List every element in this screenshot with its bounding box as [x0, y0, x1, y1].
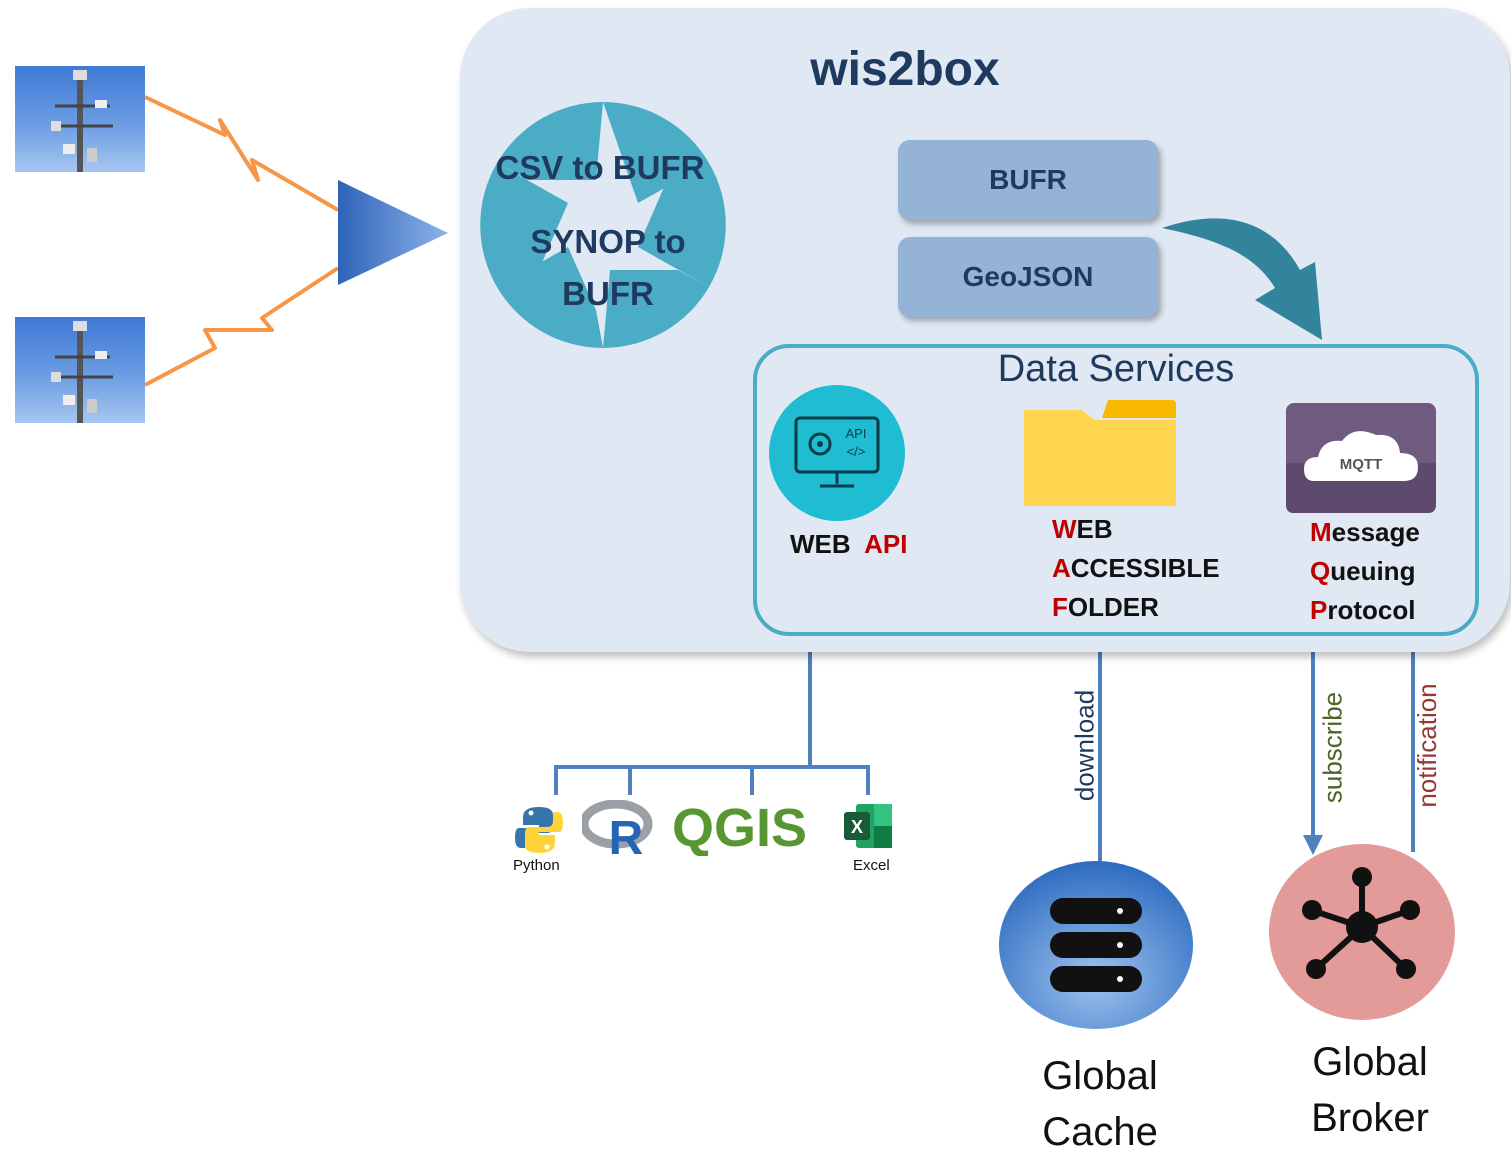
radio-link-station-2: [144, 266, 340, 387]
data-services-box: [753, 344, 1479, 636]
waf-rest-1: EB: [1076, 514, 1113, 544]
tools-bracket: [554, 626, 870, 795]
mqtt-label: Message Queuing Protocol: [1310, 513, 1420, 630]
subscribe-label: subscribe: [1317, 691, 1348, 804]
folder-icon: [1024, 400, 1176, 506]
api-icon-text: API: [846, 426, 867, 441]
csv-to-bufr-label: CSV to BUFR: [495, 149, 705, 186]
global-broker-label-line1: Global: [1312, 1040, 1428, 1084]
converter-shutter-icon: [480, 102, 726, 348]
ingest-arrow-triangle: [338, 180, 448, 285]
mqtt-initial-q: Q: [1310, 556, 1331, 586]
web-api-label-part1: WEB: [790, 529, 851, 559]
waf-line-1: WEB: [1052, 510, 1220, 549]
synop-to-bufr-label-line1: SYNOP to: [530, 223, 686, 260]
qgis-logo-icon: QGIS: [672, 800, 807, 856]
waf-label: WEB ACCESSIBLE FOLDER: [1052, 510, 1220, 627]
global-cache-label: Global Cache: [1020, 1048, 1180, 1160]
weather-station-icon: [51, 70, 113, 172]
waf-initial-w: W: [1052, 514, 1077, 544]
geojson-format-box: GeoJSON: [898, 237, 1158, 317]
mqtt-icon-text: MQTT: [1340, 456, 1383, 473]
r-logo-text: R: [609, 812, 644, 858]
publish-curved-arrow: [1162, 218, 1322, 340]
global-broker-label-line2: Broker: [1311, 1096, 1429, 1140]
mqtt-rest-1: essage: [1331, 517, 1420, 547]
global-broker-icon: [1269, 844, 1455, 1020]
mqtt-rest-3: rotocol: [1327, 595, 1416, 625]
web-api-label: WEB API: [790, 525, 908, 564]
data-services-title: Data Services: [997, 348, 1235, 390]
code-icon-text: </>: [847, 444, 866, 459]
weather-station-image-2: [15, 317, 145, 423]
synop-to-bufr-label-line2: BUFR: [562, 275, 654, 312]
notification-label: notification: [1412, 683, 1442, 808]
web-api-icon: API </>: [769, 385, 905, 521]
waf-initial-f: F: [1052, 592, 1068, 622]
mqtt-initial-p: P: [1310, 595, 1328, 625]
qgis-logo-text: QGIS: [672, 800, 807, 856]
mqtt-initial-m: M: [1310, 517, 1332, 547]
waf-rest-2: CCESSIBLE: [1070, 553, 1220, 583]
bufr-format-box: BUFR: [898, 140, 1158, 220]
r-logo-icon: R: [582, 800, 653, 858]
wis2box-title: wis2box: [810, 43, 1000, 96]
global-cache-icon: [999, 861, 1193, 1029]
weather-station-image-1: [15, 66, 145, 172]
mqtt-line-1: Message: [1310, 513, 1420, 552]
waf-line-2: ACCESSIBLE: [1052, 549, 1220, 588]
mqtt-line-2: Queuing: [1310, 552, 1420, 591]
radio-link-station-1: [144, 95, 340, 212]
waf-rest-3: OLDER: [1067, 592, 1159, 622]
excel-label: Excel: [853, 857, 890, 874]
web-api-label-part2: API: [864, 529, 908, 559]
excel-icon-text: X: [851, 817, 863, 837]
mqtt-icon: MQTT: [1286, 403, 1436, 513]
global-cache-label-line2: Cache: [1042, 1110, 1158, 1154]
waf-line-3: FOLDER: [1052, 588, 1220, 627]
weather-station-icon: [51, 321, 113, 423]
python-label: Python: [513, 857, 560, 874]
mqtt-line-3: Protocol: [1310, 591, 1420, 630]
global-broker-label: Global Broker: [1290, 1034, 1450, 1146]
download-label: download: [1069, 689, 1100, 802]
global-cache-label-line1: Global: [1042, 1054, 1158, 1098]
python-logo-icon: [515, 807, 563, 853]
mqtt-rest-2: ueuing: [1330, 556, 1416, 586]
excel-logo-icon: X: [844, 804, 892, 848]
waf-initial-a: A: [1052, 553, 1071, 583]
